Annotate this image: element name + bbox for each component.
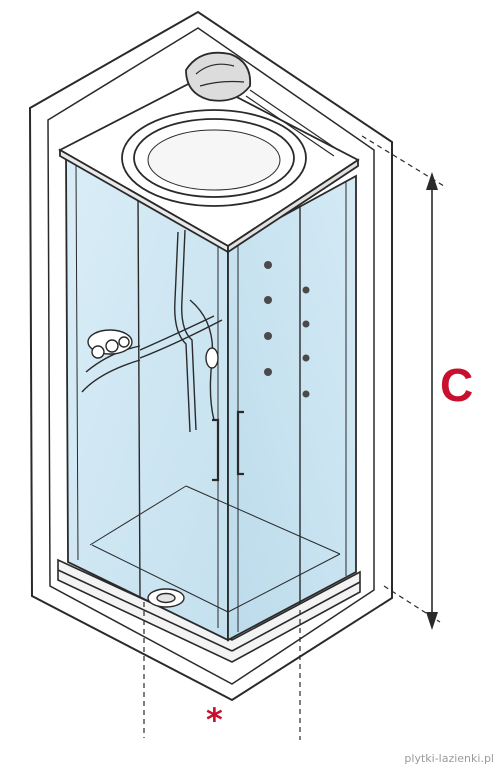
ceiling-shower-head bbox=[121, 109, 307, 207]
tray-edge-detail bbox=[89, 485, 341, 613]
height-label: C bbox=[440, 359, 474, 411]
massage-jets bbox=[264, 261, 310, 398]
floor-drain bbox=[147, 588, 185, 608]
shower-column bbox=[81, 229, 223, 433]
glass-panel-right bbox=[227, 174, 357, 642]
width-marker: * bbox=[206, 701, 223, 739]
mixer-knobs bbox=[87, 329, 133, 359]
height-dimension bbox=[361, 135, 445, 630]
roof-fan-unit bbox=[185, 51, 339, 157]
width-dimension bbox=[143, 602, 301, 740]
door-handles bbox=[212, 410, 244, 482]
site-watermark: plytki-lazienki.pl bbox=[404, 752, 494, 765]
